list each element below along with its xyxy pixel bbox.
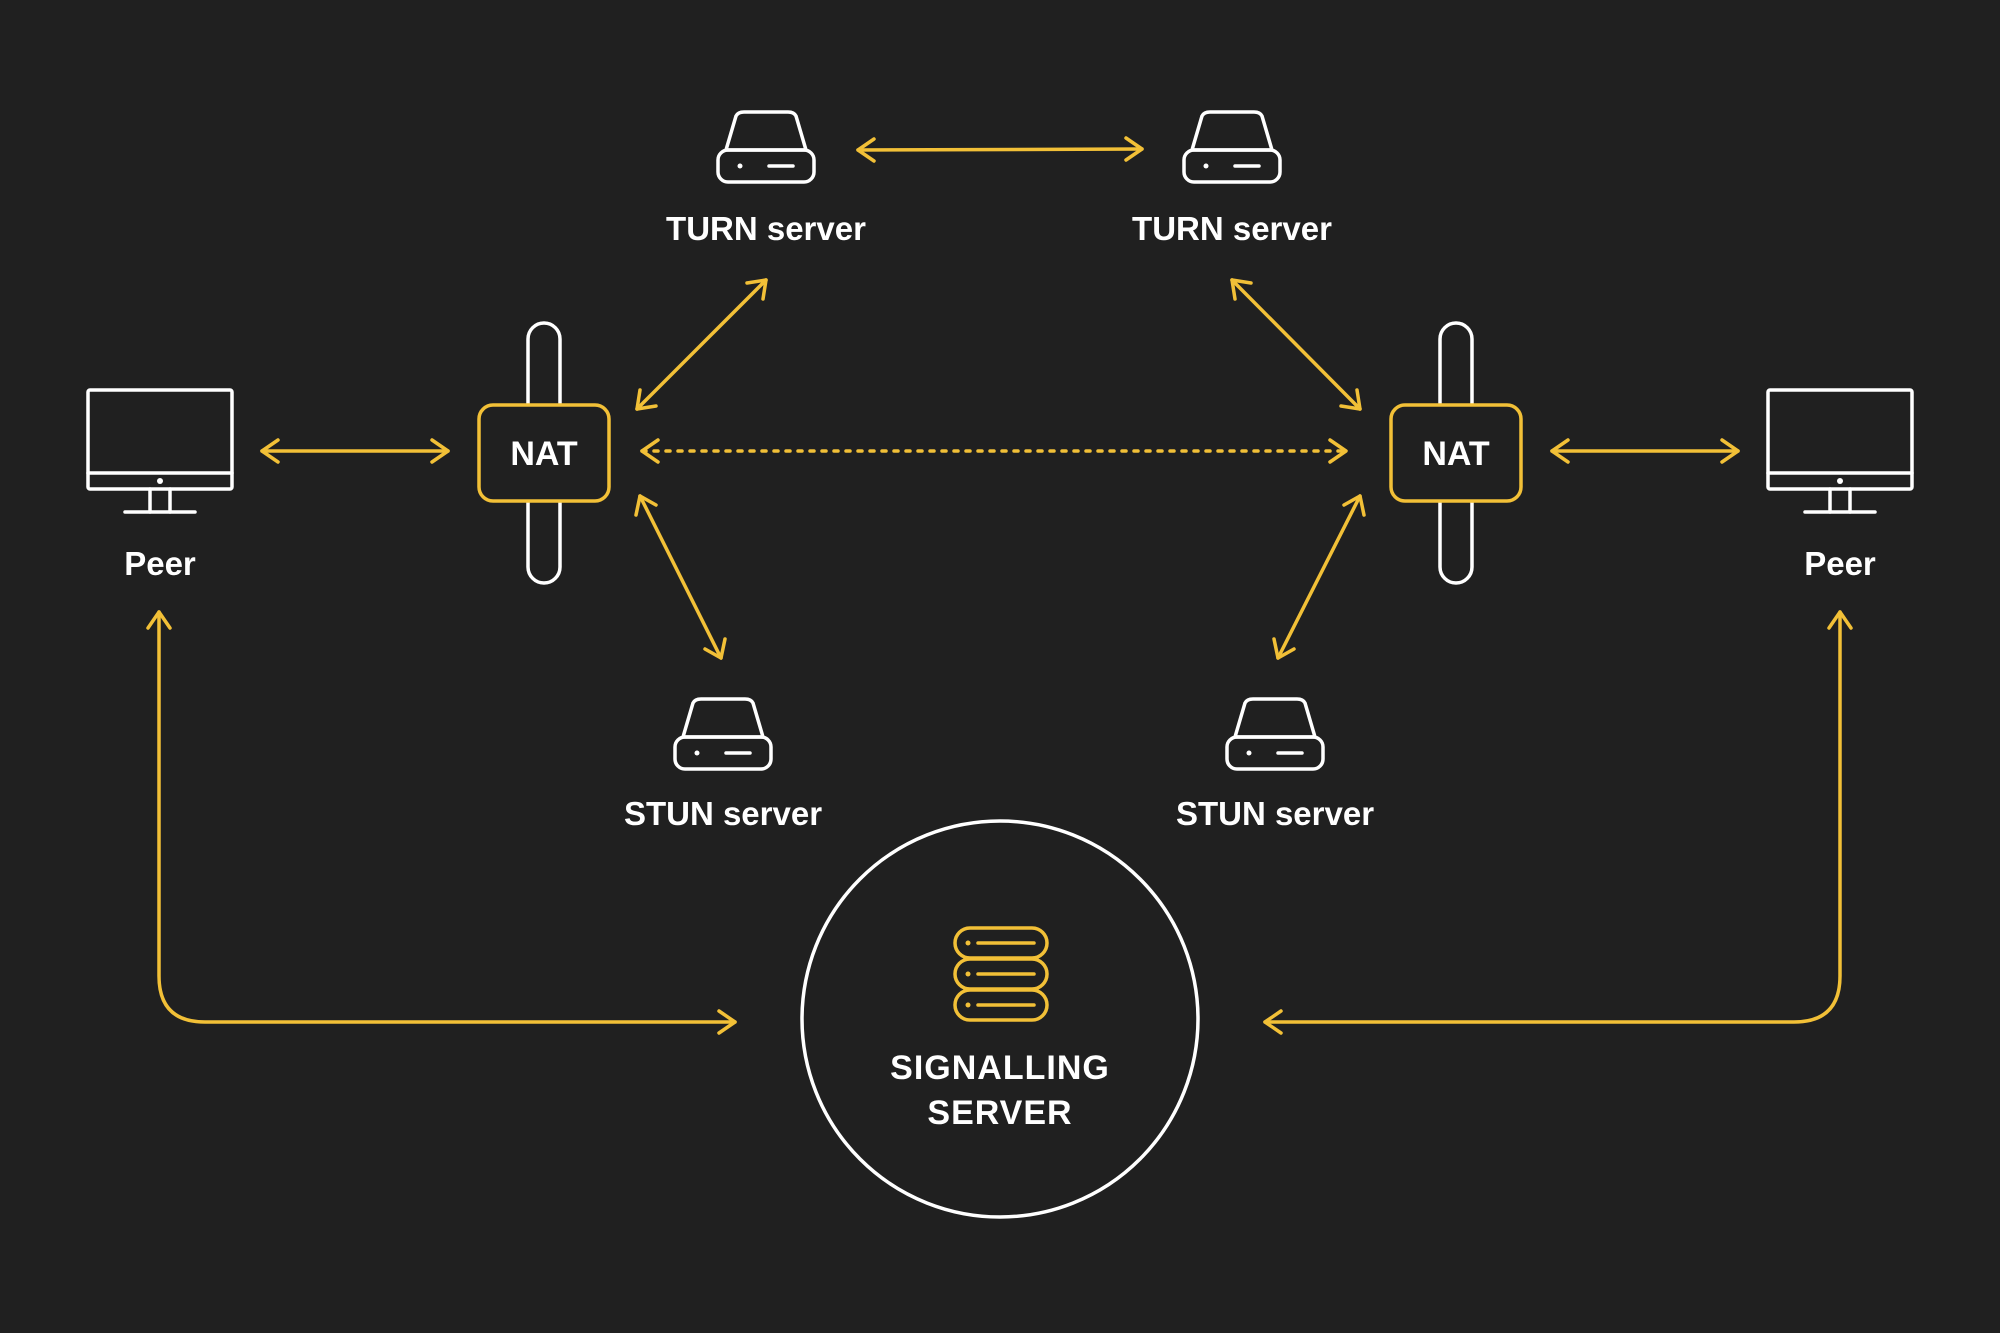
nat-right: NAT	[1389, 321, 1523, 585]
signalling-server-label-line2: SERVER	[927, 1094, 1072, 1132]
signalling-server: SIGNALLING SERVER	[800, 819, 1200, 1219]
server-stack-icon	[953, 926, 1049, 1022]
monitor-icon	[86, 388, 234, 514]
monitor-icon	[1766, 388, 1914, 514]
server-drive-icon	[1182, 110, 1282, 184]
connection-turn-nat-right	[1230, 278, 1362, 411]
connection-turn-turn	[856, 136, 1144, 163]
connection-nat-peer-right	[1550, 438, 1740, 464]
nat-left-label: NAT	[510, 435, 578, 473]
peer-right: Peer	[1766, 388, 1914, 582]
connection-peer-signalling-left	[146, 610, 737, 1035]
nat-right-label: NAT	[1422, 435, 1490, 473]
peer-right-label: Peer	[1804, 545, 1876, 582]
stun-server-left: STUN server	[624, 697, 822, 832]
stun-server-right: STUN server	[1176, 697, 1374, 832]
connection-peer-nat-left	[260, 438, 450, 464]
nat-firewall-icon	[477, 321, 611, 585]
connection-nat-nat-dotted	[640, 438, 1348, 464]
connection-signalling-peer-right	[1263, 610, 1853, 1035]
stun-server-left-label: STUN server	[624, 795, 822, 832]
signalling-server-circle	[800, 819, 1200, 1219]
connection-nat-stun-right	[1272, 494, 1366, 660]
connection-nat-stun-left	[634, 494, 727, 660]
nat-left: NAT	[477, 321, 611, 585]
turn-server-right: TURN server	[1132, 110, 1332, 247]
peer-left: Peer	[86, 388, 234, 582]
server-drive-icon	[716, 110, 816, 184]
server-drive-icon	[1225, 697, 1325, 771]
turn-server-left-label: TURN server	[666, 210, 866, 247]
signalling-server-label-line1: SIGNALLING	[890, 1049, 1110, 1087]
nat-firewall-icon	[1389, 321, 1523, 585]
turn-server-left: TURN server	[666, 110, 866, 247]
server-drive-icon	[673, 697, 773, 771]
stun-server-right-label: STUN server	[1176, 795, 1374, 832]
connection-nat-turn-left	[635, 278, 768, 411]
peer-left-label: Peer	[124, 545, 196, 582]
turn-server-right-label: TURN server	[1132, 210, 1332, 247]
